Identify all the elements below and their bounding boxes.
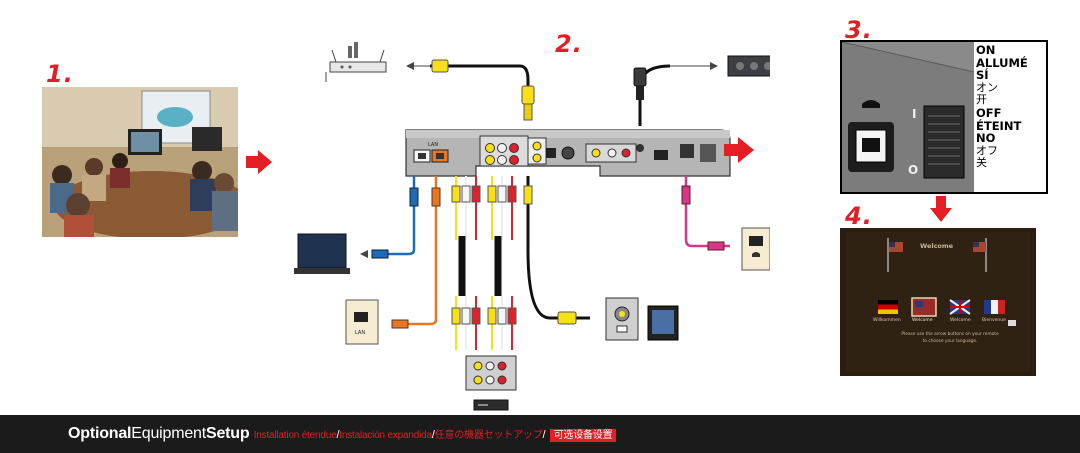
- lan-label: LAN: [428, 142, 438, 148]
- vcr-icon: [473, 399, 509, 411]
- welcome-screen: Welcome Willkommen Welcome Welcome Bienv…: [840, 228, 1036, 376]
- arrow-down-icon: [930, 196, 952, 222]
- on-label-es: SÍ: [976, 68, 989, 83]
- instruction-line-2: to choose your language.: [922, 339, 978, 344]
- footer-optional: Optional: [68, 425, 132, 442]
- language-option-de[interactable]: Willkommen: [873, 318, 901, 323]
- arrow-right-icon: [246, 150, 272, 174]
- step-2-number: 2.: [555, 30, 583, 58]
- language-option-en-gb[interactable]: Welcome: [950, 318, 971, 323]
- switch-state-labels: ON ALLUMÉ SÍ オン 开 OFF ÉTEINT NO オフ 关: [976, 44, 1028, 170]
- off-label-es: NO: [976, 131, 996, 146]
- footer-spanish: Instalación expandida: [339, 430, 432, 441]
- footer-french: Installation étendue: [253, 430, 337, 441]
- on-label-en: ON: [976, 43, 996, 57]
- footer-japanese: 任意の機器セットアップ: [434, 430, 543, 441]
- footer-bar: OptionalEquipmentSetup Installation éten…: [0, 415, 1080, 453]
- wall-lan-label: LAN: [355, 330, 365, 336]
- on-label-fr: ALLUMÉ: [976, 55, 1028, 70]
- off-label-en: OFF: [976, 105, 1002, 120]
- laptop-icon: [294, 233, 350, 274]
- step-1-number: 1.: [46, 60, 74, 88]
- instruction-line-1: Please use the arrow buttons on your rem…: [901, 332, 999, 337]
- language-option-en-us[interactable]: Welcome: [912, 318, 933, 323]
- footer-separator: /: [431, 429, 435, 441]
- arrow-right-icon: [724, 137, 754, 163]
- conference-room-photo: [42, 87, 238, 237]
- footer-separator: /: [542, 429, 546, 441]
- language-option-fr[interactable]: Bienvenue: [982, 318, 1006, 323]
- welcome-title: Welcome: [920, 242, 954, 250]
- wireless-router-icon: [325, 42, 387, 82]
- connection-diagram: LAN: [294, 42, 770, 411]
- footer-setup: Setup: [206, 425, 250, 442]
- switch-off-mark: O: [908, 163, 918, 177]
- av-receiver-icon: [727, 55, 770, 77]
- off-label-ja: オフ: [976, 143, 998, 157]
- step-4-number: 4.: [845, 202, 873, 230]
- footer-chinese: 可选设备设置: [549, 429, 617, 442]
- power-switch-panel: I O ON ALLUMÉ SÍ オン 开 OFF ÉTEINT NO オフ 关: [840, 40, 1048, 194]
- footer-equipment: Equipment: [131, 425, 206, 442]
- on-label-zh: 开: [976, 93, 987, 107]
- footer-title: OptionalEquipmentSetup Installation éten…: [68, 425, 617, 443]
- step-3-number: 3.: [845, 16, 873, 44]
- off-label-fr: ÉTEINT: [976, 118, 1022, 133]
- off-label-zh: 关: [976, 156, 987, 170]
- switch-on-mark: I: [912, 107, 916, 121]
- tv-icon: [647, 305, 679, 341]
- on-label-ja: オン: [976, 80, 998, 94]
- footer-separator: /: [336, 429, 340, 441]
